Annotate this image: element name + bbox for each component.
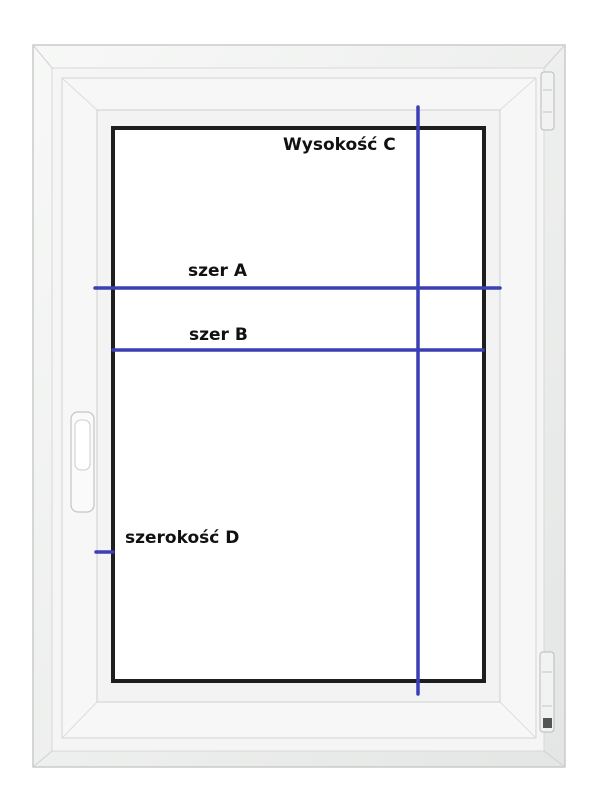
width-b-label: szer B bbox=[189, 325, 248, 345]
glass-pane bbox=[111, 126, 486, 683]
handle-icon bbox=[70, 411, 95, 513]
width-a-label: szer A bbox=[188, 261, 248, 281]
top-hinge-icon bbox=[540, 71, 555, 131]
bottom-hinge-icon bbox=[539, 651, 555, 733]
width-d-label: szerokość D bbox=[125, 528, 240, 548]
height-c-label: Wysokość C bbox=[283, 135, 396, 155]
